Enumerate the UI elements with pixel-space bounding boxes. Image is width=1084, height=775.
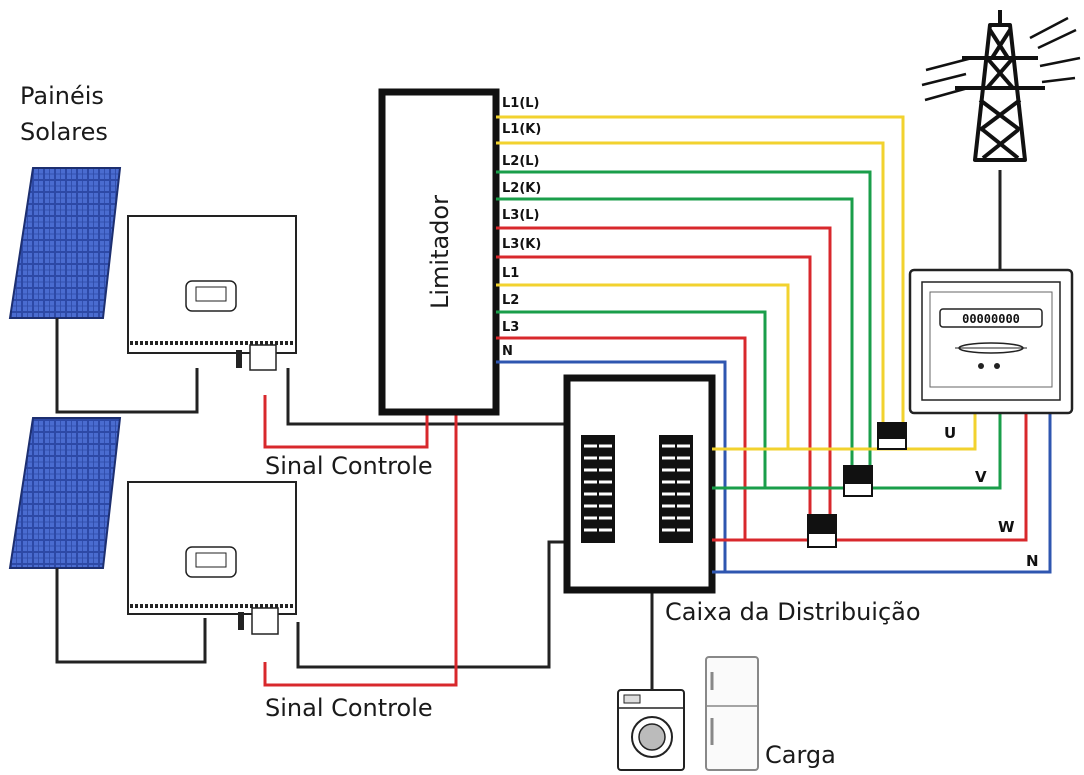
energy-meter-icon <box>908 268 1074 415</box>
limiter-label: Limitador <box>426 195 454 309</box>
current-transformer-l1-icon <box>877 422 907 450</box>
refrigerator-icon <box>705 656 759 771</box>
meter-digits: 00000000 <box>962 312 1020 326</box>
wire-label: L3(K) <box>502 237 541 252</box>
current-transformer-l3-icon <box>807 514 837 548</box>
solar-panels-label-line2: Solares <box>20 118 108 146</box>
phase-label: U <box>944 424 956 442</box>
distribution-box <box>563 374 716 594</box>
control-signal-wires <box>263 395 458 687</box>
solar-panel-bottom-icon <box>8 417 122 569</box>
power-lines <box>921 16 1081 102</box>
control-signal-label-bottom: Sinal Controle <box>265 694 433 722</box>
current-transformer-l2-icon <box>843 465 873 497</box>
solar-panel-top-icon <box>8 167 122 319</box>
phase-label: W <box>998 518 1015 536</box>
wire-label: L3 <box>502 320 519 335</box>
inverter-bottom-icon <box>127 481 297 635</box>
solar-panels-label-line1: Painéis <box>20 82 104 110</box>
washing-machine-icon <box>617 689 685 771</box>
wire-label: L2 <box>502 293 519 308</box>
control-signal-label-top: Sinal Controle <box>265 452 433 480</box>
load-label: Carga <box>765 741 836 769</box>
wire-label: L1(K) <box>502 122 541 137</box>
wire-label: L2(L) <box>502 154 540 169</box>
phase-label: N <box>1026 552 1039 570</box>
wire-label: L1(L) <box>502 96 540 111</box>
transmission-tower-icon <box>955 10 1045 162</box>
distribution-box-label: Caixa da Distribuição <box>665 598 921 626</box>
black-wires <box>55 170 1002 700</box>
phase-label: V <box>975 468 987 486</box>
wire-label: L2(K) <box>502 181 541 196</box>
wire-label: L1 <box>502 266 519 281</box>
wire-label: N <box>502 344 513 359</box>
inverter-top-icon <box>127 215 297 371</box>
wire-label: L3(L) <box>502 208 540 223</box>
limiter-box <box>378 88 500 416</box>
